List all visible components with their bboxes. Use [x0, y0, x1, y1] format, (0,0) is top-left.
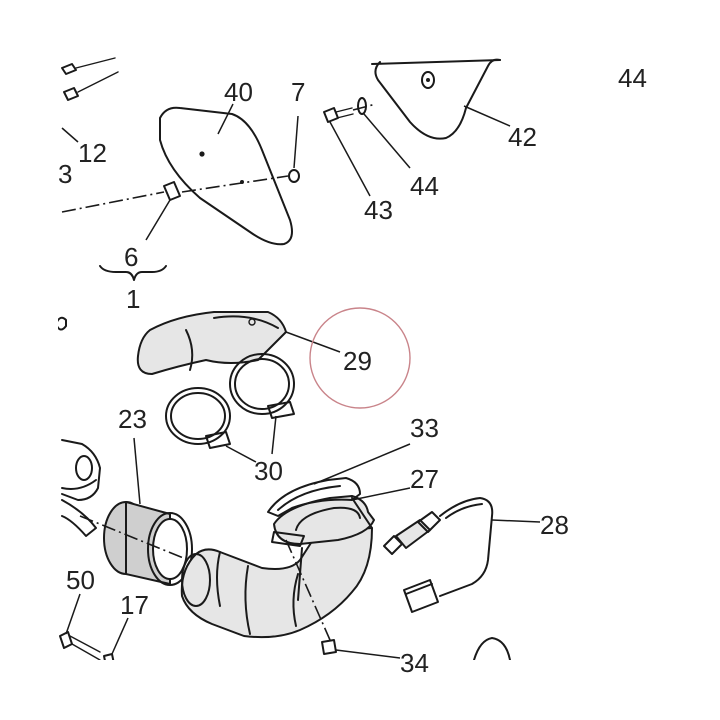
- callout-1: 1: [126, 284, 140, 314]
- part-30-clamps: [165, 353, 295, 463]
- callout-6: 6: [124, 242, 138, 272]
- part-50-bolt: [59, 593, 101, 661]
- bottom-right-fragment: [473, 637, 511, 661]
- part-43-bolt: [323, 103, 377, 197]
- callout-7: 7: [291, 77, 305, 107]
- part-6-clip: [61, 175, 289, 281]
- callout-40: 40: [224, 77, 253, 107]
- part-23-sleeve: [79, 437, 209, 586]
- callout-29: 29: [343, 346, 372, 376]
- callout-34: 34: [400, 648, 429, 678]
- exhaust-pipe-elbow: [180, 527, 373, 639]
- callout-12: 12: [78, 138, 107, 168]
- part-42-bracket: [371, 58, 511, 140]
- part-34-stud: [285, 539, 401, 659]
- callout-labels: 44 40 7 12 42 43 44 6 1 29 23 33 27 28 3…: [66, 63, 647, 678]
- part-44-washer: [357, 97, 411, 169]
- callout-43: 43: [364, 195, 393, 225]
- callout-42: 42: [508, 122, 537, 152]
- callout-44-top: 44: [618, 63, 647, 93]
- callout-33: 33: [410, 413, 439, 443]
- part-7-nut: [288, 115, 300, 183]
- callout-30: 30: [254, 456, 283, 486]
- svg-text:3: 3: [58, 159, 72, 189]
- callout-17: 17: [120, 590, 149, 620]
- screws-top-left: 3: [58, 57, 119, 189]
- highlight-circle: [309, 307, 411, 409]
- callout-44: 44: [410, 171, 439, 201]
- callout-27: 27: [410, 464, 439, 494]
- part-33-gasket: [267, 443, 411, 517]
- part-28-sensor: [383, 497, 541, 613]
- callout-23: 23: [118, 404, 147, 434]
- callout-28: 28: [540, 510, 569, 540]
- callout-50: 50: [66, 565, 95, 595]
